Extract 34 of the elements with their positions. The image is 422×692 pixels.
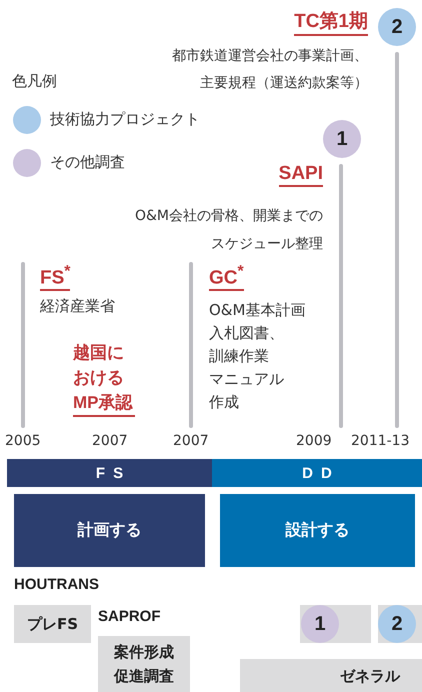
study-box: ゼネラル [240, 659, 422, 692]
description-text: マニュアル作成 [209, 369, 285, 413]
study-box: 案件形成促進調査 [98, 636, 190, 692]
milestone-text: 越国におけるMP承認 [73, 340, 135, 417]
phase-box: 設計する [220, 494, 415, 567]
description-text: 訓練作業 [209, 346, 270, 367]
study-box: プレFS [14, 605, 91, 643]
number-circle: 2 [378, 605, 416, 643]
study-box [300, 605, 371, 643]
year-label: 2007 [92, 433, 129, 449]
description-text: O&M基本計画 [209, 300, 306, 321]
phase-title: FS$^{*}$ [40, 263, 70, 292]
year-label: 2009 [296, 433, 333, 449]
description-text: O&M会社の骨格、開業までのスケジュール整理 [134, 207, 323, 254]
study-title: SAPROF [98, 608, 162, 625]
number-circle: 2 [378, 8, 416, 46]
year-label: 2007 [173, 433, 210, 449]
study-title: HOUTRANS [14, 576, 100, 593]
year-label: 2005 [5, 433, 42, 449]
number-circle: 1 [301, 605, 339, 643]
year-label: 2011-13 [351, 433, 410, 449]
description-text: 経済産業省 [40, 297, 116, 316]
phase-box: 計画する [14, 494, 205, 567]
legend-text: その他調査 [50, 153, 125, 172]
number-circle: 1 [323, 120, 361, 158]
description-text: 入札図書、 [209, 323, 285, 344]
legend-title: 色凡例 [12, 72, 58, 91]
legend-text: 技術協力プロジェクト [50, 110, 200, 129]
phase-title: TC第1期 [294, 8, 368, 36]
phase-title: GC$^{*}$ [209, 263, 244, 292]
phase-bar: FS [7, 459, 212, 487]
phase-title: SAPI [278, 163, 323, 187]
phase-bar: DD [212, 459, 422, 487]
description-text: 都市鉄道運営会社の事業計画、主要規程（運送約款案等） [171, 47, 368, 93]
